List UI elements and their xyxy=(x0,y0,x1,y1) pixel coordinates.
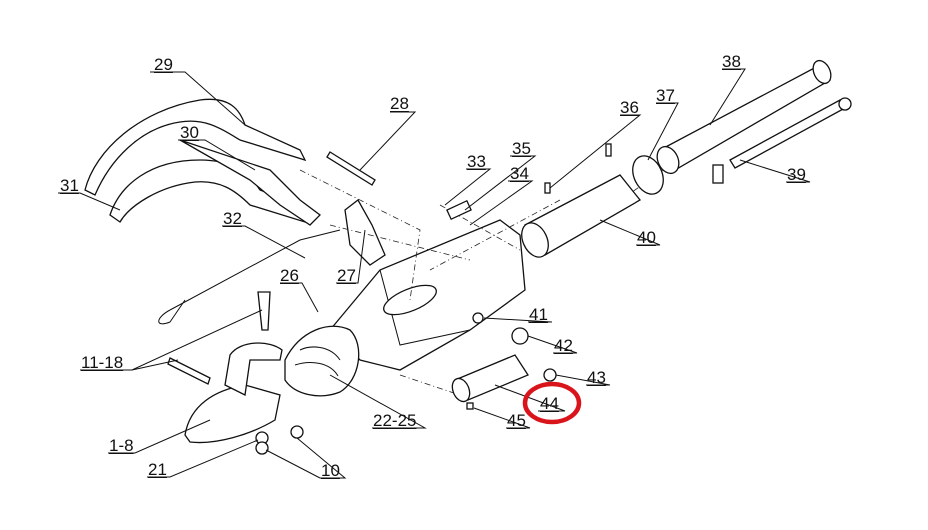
bolt-horizontal xyxy=(167,357,211,385)
handle-29 xyxy=(84,98,307,196)
nut-10b xyxy=(290,425,304,439)
bellows-22-25 xyxy=(284,325,360,397)
callout-31: 31 xyxy=(60,176,79,195)
cap-42 xyxy=(511,327,529,345)
callout-45: 45 xyxy=(507,411,526,430)
callout-33: 33 xyxy=(467,152,486,171)
bracket-33 xyxy=(446,199,472,221)
highlight-circle xyxy=(522,381,582,425)
callout-36: 36 xyxy=(620,98,639,117)
nut-41 xyxy=(472,312,484,324)
bolt-vertical xyxy=(257,291,271,331)
callout-40: 40 xyxy=(637,228,656,247)
lever-30 xyxy=(179,139,321,226)
bolt-28 xyxy=(326,151,376,186)
callout-37: 37 xyxy=(656,86,675,105)
callout-29: 29 xyxy=(154,55,173,74)
nut-10c xyxy=(255,441,269,455)
callout-28: 28 xyxy=(390,94,409,113)
callout-42: 42 xyxy=(554,336,573,355)
callout-32: 32 xyxy=(223,209,242,228)
pin-head xyxy=(712,164,724,184)
callout-21: 21 xyxy=(148,460,167,479)
callout-27: 27 xyxy=(337,266,356,285)
callout-39: 39 xyxy=(787,165,806,184)
grease-nipple-36 xyxy=(605,143,612,157)
callout-1-8: 1-8 xyxy=(109,436,134,455)
callout-44: 44 xyxy=(540,394,559,413)
cable-32 xyxy=(169,229,341,311)
callout-34: 34 xyxy=(510,164,529,183)
coupling-head-1-8 xyxy=(184,384,281,444)
callout-30: 30 xyxy=(180,123,199,142)
callout-41: 41 xyxy=(529,305,548,324)
callout-43: 43 xyxy=(587,368,606,387)
nut-45 xyxy=(466,402,474,410)
grease-nipple-36b xyxy=(544,182,551,194)
callout-10: 10 xyxy=(321,461,340,480)
callout-26: 26 xyxy=(280,266,299,285)
callout-11-18: 11-18 xyxy=(81,353,124,372)
ring-37 xyxy=(632,155,664,195)
cable-hook xyxy=(158,299,186,325)
callout-35: 35 xyxy=(512,139,531,158)
coupling-handle xyxy=(224,342,283,396)
callout-38: 38 xyxy=(722,52,741,71)
callout-22-25: 22-25 xyxy=(373,411,417,430)
washer-43 xyxy=(543,368,557,382)
